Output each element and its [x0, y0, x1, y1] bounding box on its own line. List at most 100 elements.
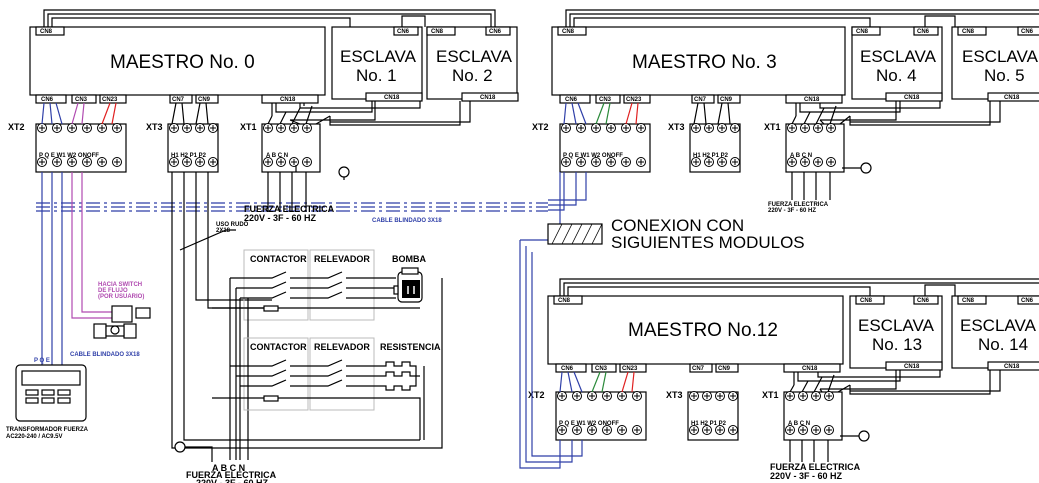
terminal-screw-slot: [604, 427, 610, 433]
terminal-screw-slot: [54, 159, 60, 165]
terminal-screw-slot: [114, 125, 120, 131]
cn6-label: CN6: [561, 366, 574, 372]
esclava-13-label: ESCLAVA: [858, 316, 935, 335]
xt3-label: XT3: [146, 122, 163, 132]
xt3-terminal-m12: XT3 H1 H2 P1 P2: [666, 390, 739, 441]
terminal-screw-slot: [291, 159, 297, 165]
esclava-2-label: ESCLAVA: [436, 47, 513, 66]
cn6-label: CN6: [397, 29, 410, 35]
terminal-screw-slot: [559, 393, 565, 399]
cn8-label: CN8: [962, 298, 975, 304]
terminal-screw-slot: [623, 125, 629, 131]
terminal-screw-slot: [730, 427, 736, 433]
cn18-label: CN18: [280, 97, 296, 103]
terminal-screw-slot: [278, 125, 284, 131]
cn3-label: CN3: [75, 97, 88, 103]
terminal-screw-slot: [291, 125, 297, 131]
terminal-screw-slot: [802, 159, 808, 165]
bomba-icon: [393, 267, 423, 303]
terminal-screw-slot: [732, 125, 738, 131]
cn18-label: CN18: [804, 97, 820, 103]
xt2-terminal-m12: XT2 P Q E W1 W2 ONOFF: [528, 390, 647, 441]
terminal-screw-slot: [719, 125, 725, 131]
cn8-label: CN8: [40, 29, 53, 35]
fuerza-label-2: 220V - 3F - 60 HZ: [770, 471, 843, 481]
esclava-14-module: CN8 CN6 ESCLAVA No. 14 CN18: [951, 295, 1039, 371]
terminal-screw-slot: [578, 159, 584, 165]
cn6-label: CN6: [41, 97, 54, 103]
xt1-power-lines-m12: FUERZA ELECTRICA 220V - 3F - 60 HZ: [770, 430, 870, 481]
esclava-14-label: ESCLAVA: [960, 316, 1037, 335]
switch-label-1: HACIA SWITCH: [98, 282, 142, 288]
terminal-screw-slot: [84, 125, 90, 131]
contactor-panel-top: CONTACTOR RELEVADOR BOMBA: [212, 249, 426, 460]
terminal-screw-slot: [638, 159, 644, 165]
switch-label-2: DE FLUJO: [98, 288, 128, 294]
terminal-screw-slot: [589, 393, 595, 399]
relevador-label: RELEVADOR: [314, 254, 370, 264]
terminal-screw-slot: [634, 393, 640, 399]
terminal-screw-slot: [578, 125, 584, 131]
xt3-pin-labels: H1 H2 P1 P2: [171, 153, 207, 159]
mid-bus-right: [559, 278, 1039, 296]
cn18-bus-lines: [271, 101, 1001, 395]
terminal-screw-slot: [815, 125, 821, 131]
xt2-label: XT2: [528, 390, 545, 400]
terminal-screw-slot: [828, 125, 834, 131]
terminal-screw-slot: [802, 125, 808, 131]
terminal-screw-slot: [574, 393, 580, 399]
bottom-power: A B C N FUERZA ELECTRICA 220V - 3F - 60 …: [174, 441, 277, 483]
terminal-screw-slot: [559, 427, 565, 433]
terminal-screw-slot: [184, 125, 190, 131]
terminal-screw-slot: [826, 393, 832, 399]
terminal-screw-slot: [638, 125, 644, 131]
terminal-screw-slot: [826, 427, 832, 433]
terminal-screw-slot: [691, 427, 697, 433]
cn7-label: CN7: [694, 97, 707, 103]
terminal-screw-slot: [210, 159, 216, 165]
contactor-label: CONTACTOR: [250, 342, 307, 352]
xt1-label: XT1: [762, 390, 779, 400]
resistencia-label: RESISTENCIA: [380, 342, 441, 352]
esclava-5-label: ESCLAVA: [962, 47, 1039, 66]
esclava-4-label: ESCLAVA: [860, 47, 937, 66]
cn8-label: CN8: [856, 29, 869, 35]
switch-label-3: (POR USUARIO): [98, 294, 144, 300]
terminal-screw-slot: [730, 393, 736, 399]
terminal-screw-slot: [265, 159, 271, 165]
terminal-screw-slot: [789, 159, 795, 165]
terminal-screw-slot: [706, 159, 712, 165]
xt3-terminal-m3: XT3 H1 H2 P1 P2: [668, 122, 741, 173]
terminal-screw-slot: [693, 159, 699, 165]
terminal-screw-slot: [608, 159, 614, 165]
terminal-screw-slot: [304, 159, 310, 165]
cn23-label: CN23: [622, 366, 638, 372]
cn9-label: CN9: [198, 97, 211, 103]
terminal-screw-slot: [265, 125, 271, 131]
terminal-screws: [37, 123, 836, 435]
terminal-screw-slot: [99, 125, 105, 131]
terminal-screw-slot: [604, 393, 610, 399]
cable-blindado-label-top: CABLE BLINDADO 3X18: [372, 218, 442, 224]
uso-rudo-label-1: USO RUDO: [216, 222, 249, 228]
terminal-screw-slot: [593, 125, 599, 131]
esclava-1-module: CN6 ESCLAVA No. 1 CN18: [331, 26, 423, 102]
esclava-4-number: No. 4: [876, 66, 917, 85]
xt2-terminal-m3: XT2 P Q E W1 W2 ONOFF: [532, 122, 651, 173]
fuerza-label-1: FUERZA ELECTRICA: [186, 470, 277, 480]
xt1-pin-labels: A B C N: [790, 153, 812, 159]
terminal-screw-slot: [828, 159, 834, 165]
terminal-screw-slot: [717, 427, 723, 433]
terminal-screw-slot: [69, 125, 75, 131]
xt3-label: XT3: [666, 390, 683, 400]
xt3-terminal-left: XT3 H1 H2 P1 P2: [146, 122, 219, 173]
cable-blindado-label-bottom: CABLE BLINDADO 3X18: [70, 352, 140, 358]
terminal-screw-slot: [719, 159, 725, 165]
esclava-5-number: No. 5: [984, 66, 1025, 85]
terminal-screw-slot: [593, 159, 599, 165]
conexion-label-1: CONEXION CON: [611, 216, 744, 235]
signal-wires-m3: [563, 102, 851, 125]
maestro-12-title: MAESTRO No.12: [628, 320, 778, 341]
terminal-screw-slot: [589, 427, 595, 433]
